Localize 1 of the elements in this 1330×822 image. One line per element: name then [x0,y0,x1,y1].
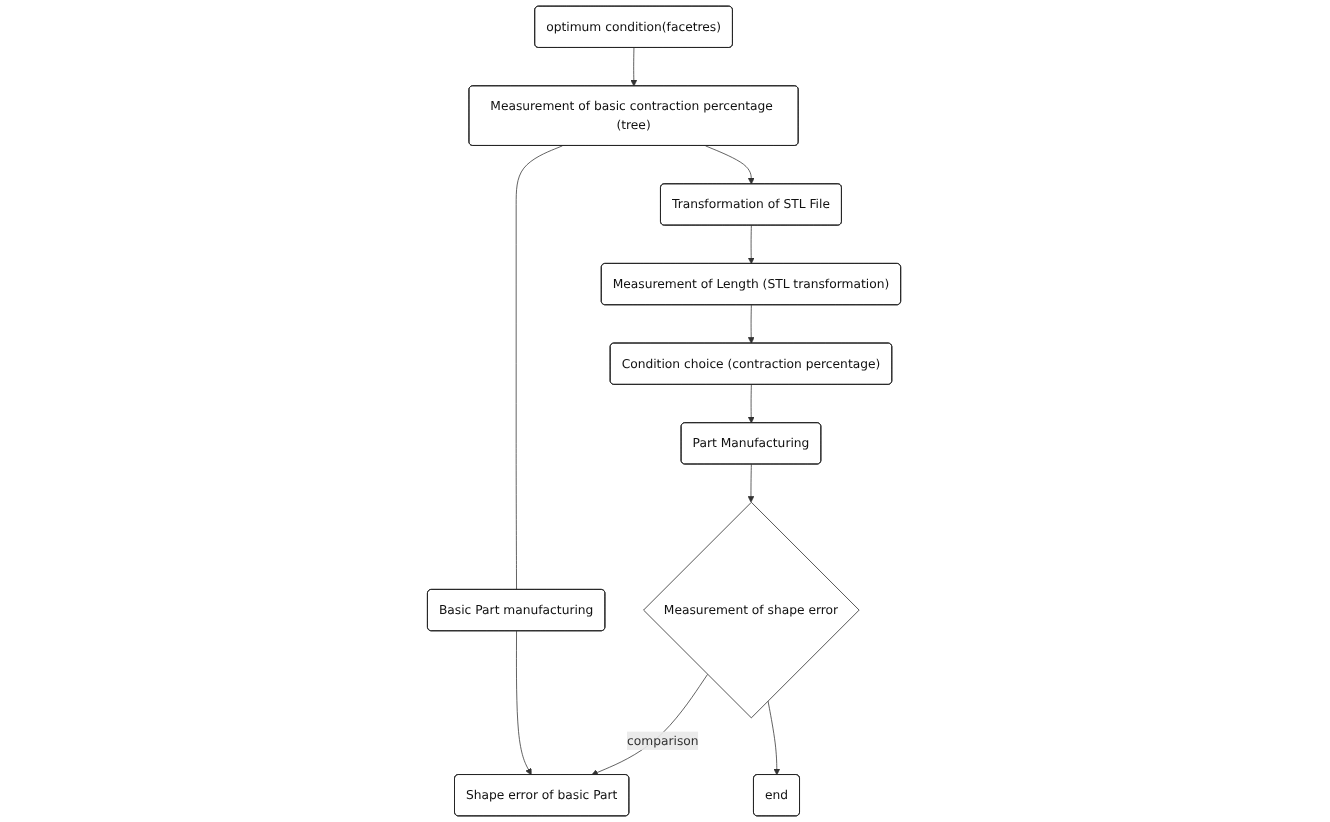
connector [516,145,564,591]
